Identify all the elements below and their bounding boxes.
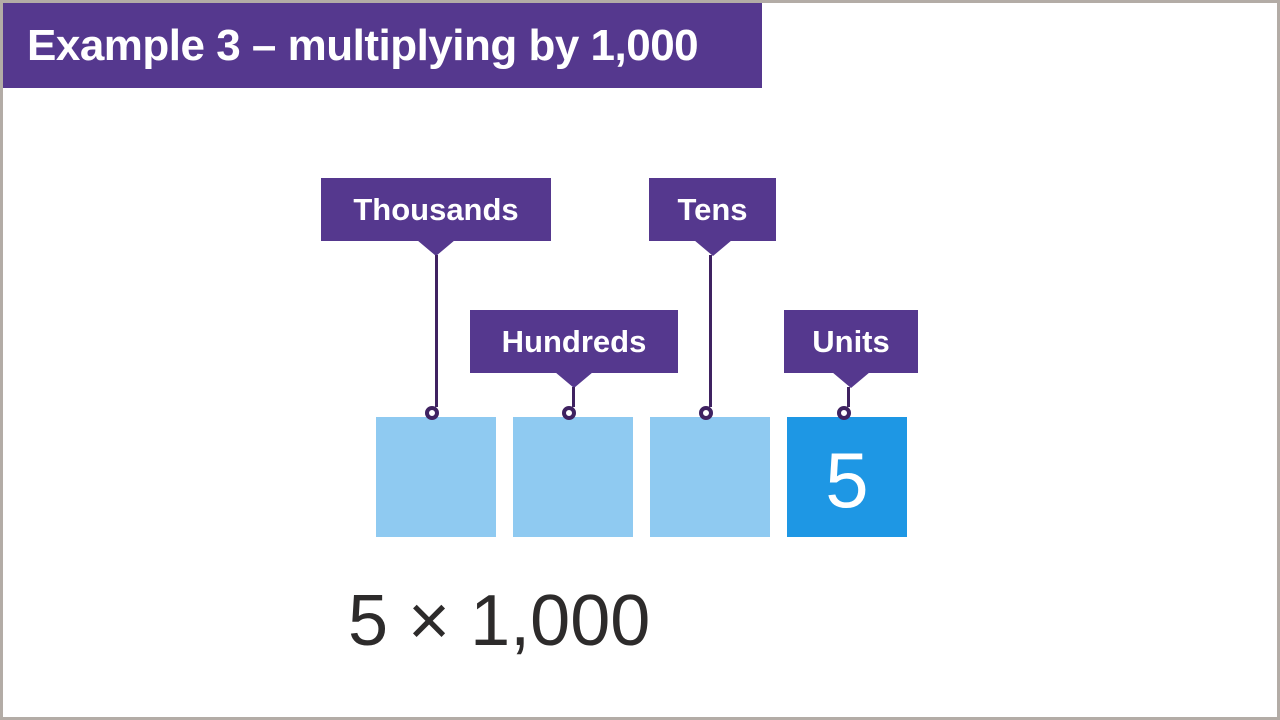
callout-thousands-label: Thousands <box>353 191 519 227</box>
connector-line-units <box>847 387 850 407</box>
title-banner: Example 3 – multiplying by 1,000 <box>3 3 762 88</box>
callout-units-label: Units <box>812 323 890 359</box>
place-value-box-thousands <box>376 417 496 537</box>
connector-dot-thousands <box>425 406 439 420</box>
connector-line-thousands <box>435 255 438 407</box>
callout-tens-pointer <box>693 240 732 256</box>
callout-hundreds-label: Hundreds <box>501 323 647 359</box>
connector-line-hundreds <box>572 387 575 407</box>
connector-line-tens <box>709 255 712 407</box>
connector-dot-tens <box>699 406 713 420</box>
expression-text: 5 × 1,000 <box>348 581 651 661</box>
callout-hundreds-pointer <box>555 372 593 388</box>
connector-dot-hundreds <box>562 406 576 420</box>
callout-tens-label: Tens <box>677 191 748 227</box>
callout-hundreds: Hundreds <box>470 310 678 388</box>
callout-units-pointer <box>832 372 870 388</box>
units-digit: 5 <box>825 436 869 524</box>
callout-units: Units <box>784 310 918 388</box>
connector-dot-units <box>837 406 851 420</box>
callout-tens: Tens <box>649 178 776 256</box>
place-value-box-units: 5 <box>787 417 907 537</box>
callout-thousands: Thousands <box>321 178 551 256</box>
place-value-box-hundreds <box>513 417 633 537</box>
callout-thousands-pointer <box>417 240 455 256</box>
place-value-box-tens <box>650 417 770 537</box>
page-title: Example 3 – multiplying by 1,000 <box>27 20 699 70</box>
